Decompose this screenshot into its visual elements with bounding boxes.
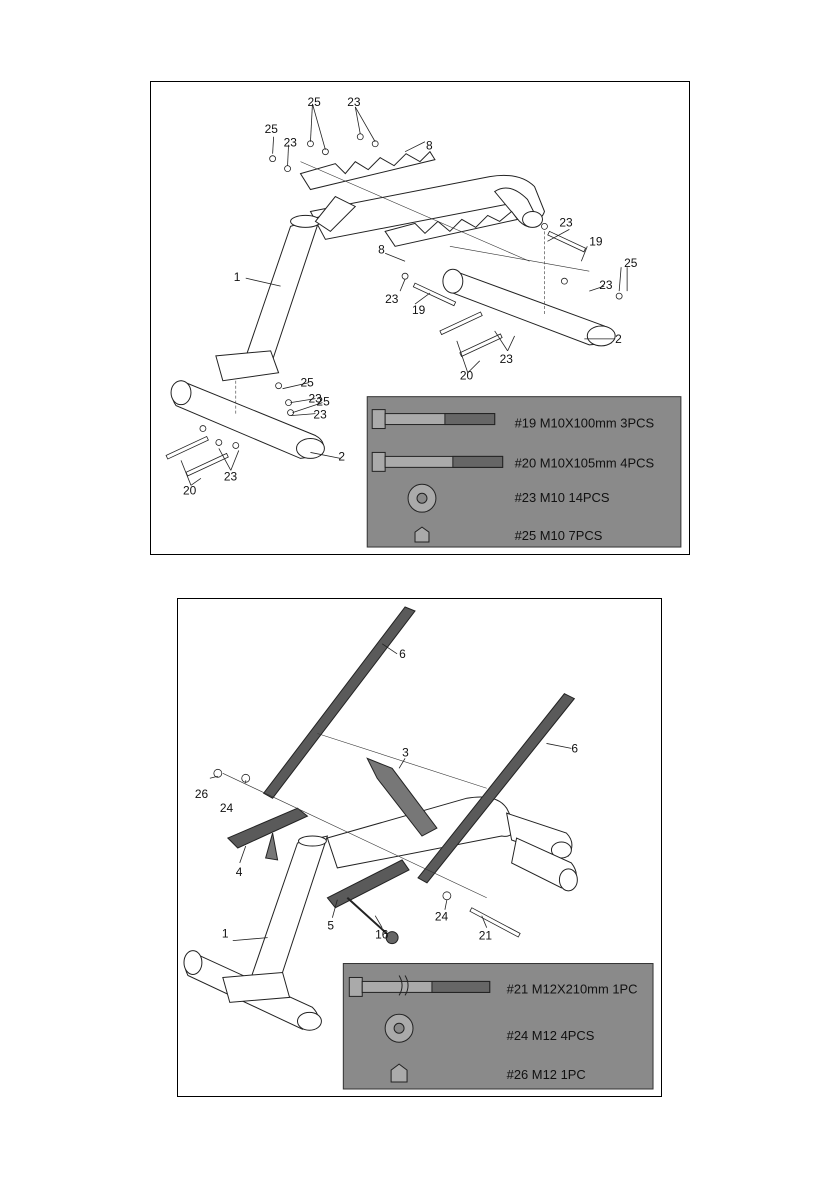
hardware-item-23: #23 M10 14PCS	[515, 490, 610, 505]
hardware-item-24: #24 M12 4PCS	[507, 1028, 595, 1043]
callout-part-21: 21	[479, 929, 493, 943]
callout-part-6-right: 6	[571, 741, 578, 755]
assembly-step-panel-frame: 1 2 2 8 8 19 19 20 20 23 23 23 23 23 23 …	[150, 81, 690, 555]
front-stabilizer	[184, 951, 321, 1031]
bolt-20-c	[166, 436, 208, 459]
arm-assembly-drawing: 6 6 3 4 5 16 21 24 24 26 1	[178, 599, 661, 1096]
callout-part-23: 23	[313, 408, 327, 422]
callout-part-16: 16	[375, 928, 389, 942]
callout-part-24-left: 24	[220, 801, 234, 815]
assembly-step-panel-arms: 6 6 3 4 5 16 21 24 24 26 1	[177, 598, 662, 1097]
bolt-21	[470, 908, 520, 937]
callout-part-24-right: 24	[435, 910, 449, 924]
pop-pin-16	[347, 898, 398, 944]
callout-part-23: 23	[224, 469, 238, 483]
bolt-20-b	[460, 334, 502, 357]
callout-part-23: 23	[284, 136, 298, 150]
callout-part-1: 1	[234, 270, 241, 284]
hardware-item-26: #26 M12 1PC	[507, 1067, 586, 1082]
callout-part-25: 25	[301, 376, 315, 390]
callout-part-26: 26	[195, 787, 209, 801]
callout-part-5: 5	[327, 919, 334, 933]
callout-part-23: 23	[599, 278, 613, 292]
callout-part-23: 23	[559, 215, 573, 229]
washer-icon	[385, 1014, 413, 1042]
callout-part-4: 4	[236, 865, 243, 879]
callout-part-23: 23	[347, 95, 361, 109]
bolt-20-a	[440, 312, 482, 335]
callout-part-19-right: 19	[589, 234, 603, 248]
hardware-item-25: #25 M10 7PCS	[515, 528, 603, 543]
upright-tube	[248, 836, 328, 987]
callout-part-25: 25	[624, 256, 638, 270]
callout-part-23: 23	[500, 352, 514, 366]
hardware-list-box: #21 M12X210mm 1PC #24 M12 4PCS #26 M12 1…	[343, 964, 653, 1089]
callout-part-8-bottom: 8	[378, 242, 385, 256]
frame-assembly-drawing: 1 2 2 8 8 19 19 20 20 23 23 23 23 23 23 …	[151, 82, 689, 554]
callout-part-23: 23	[385, 292, 399, 306]
callout-part-25: 25	[307, 95, 321, 109]
callout-part-2-right: 2	[615, 332, 622, 346]
callout-part-25: 25	[316, 395, 330, 409]
rear-stabilizer-right	[443, 269, 615, 346]
callout-part-20-left: 20	[183, 483, 197, 497]
bolt-19-a	[548, 231, 586, 251]
bolt-20-d	[186, 453, 228, 476]
hardware-item-20: #20 M10X105mm 4PCS	[515, 455, 655, 470]
callout-part-25: 25	[265, 122, 279, 136]
callout-part-20-right: 20	[460, 369, 474, 383]
callout-part-6-left: 6	[399, 647, 406, 661]
callout-part-1: 1	[222, 927, 229, 941]
callout-part-2-left: 2	[338, 449, 345, 463]
callout-part-8-top: 8	[426, 139, 433, 153]
callout-part-3: 3	[402, 745, 409, 759]
hardware-item-19: #19 M10X100mm 3PCS	[515, 416, 655, 431]
hardware-list-box: #19 M10X100mm 3PCS #20 M10X105mm 4PCS #2…	[367, 397, 681, 547]
callout-part-19-left: 19	[412, 303, 426, 317]
washer-icon	[408, 484, 436, 512]
hardware-item-21: #21 M12X210mm 1PC	[507, 981, 638, 996]
